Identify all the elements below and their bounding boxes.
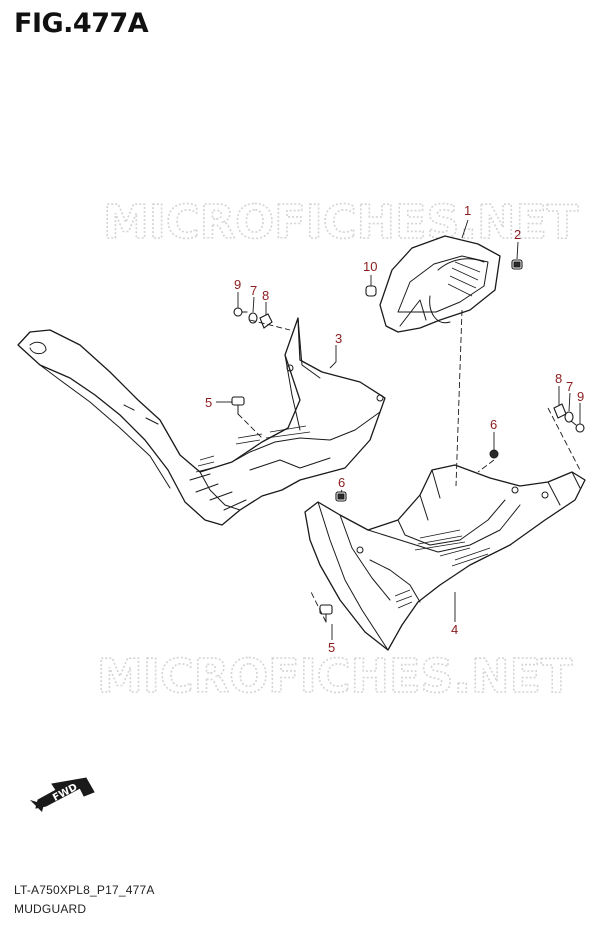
callouts: 1 2 10 9 7 8 3 5 8 7 9 6 6 4 5 — [205, 203, 584, 655]
part-4-right-mudguard — [304, 464, 586, 651]
callout-6-upper: 6 — [490, 417, 497, 432]
callout-4: 4 — [451, 622, 458, 637]
callout-5-lower: 5 — [328, 640, 335, 655]
callout-8-left: 8 — [262, 288, 269, 303]
callout-7-left: 7 — [250, 283, 257, 298]
callout-8-right: 8 — [555, 371, 562, 386]
part-6-screw-lower — [335, 491, 347, 502]
callout-3: 3 — [335, 331, 342, 346]
callout-9-left: 9 — [234, 277, 241, 292]
watermark-bottom: MICROFICHES.NET — [97, 649, 573, 703]
part-3-left-mudguard — [17, 317, 386, 526]
part-2-bolt — [511, 259, 523, 270]
watermark-top: MICROFICHES.NET — [103, 195, 579, 249]
part-10-clip — [365, 285, 377, 297]
callout-7-right: 7 — [566, 379, 573, 394]
part-5-bolt-upper — [231, 396, 245, 415]
footer-code: LT-A750XPL8_P17_477A — [14, 883, 155, 897]
callout-9-right: 9 — [577, 389, 584, 404]
callout-2: 2 — [514, 227, 521, 242]
callout-1: 1 — [464, 203, 471, 218]
leader-lines — [216, 219, 581, 640]
figure-title: FIG.477A — [14, 8, 149, 39]
hardware-right — [553, 403, 585, 433]
footer-name: MUDGUARD — [14, 902, 87, 916]
part-1-cover — [379, 235, 501, 333]
fwd-arrow-icon: FWD — [30, 777, 95, 812]
part-6-screw-upper — [489, 449, 499, 459]
callout-10: 10 — [363, 259, 377, 274]
callout-6-lower: 6 — [338, 475, 345, 490]
callout-5-upper: 5 — [205, 395, 212, 410]
